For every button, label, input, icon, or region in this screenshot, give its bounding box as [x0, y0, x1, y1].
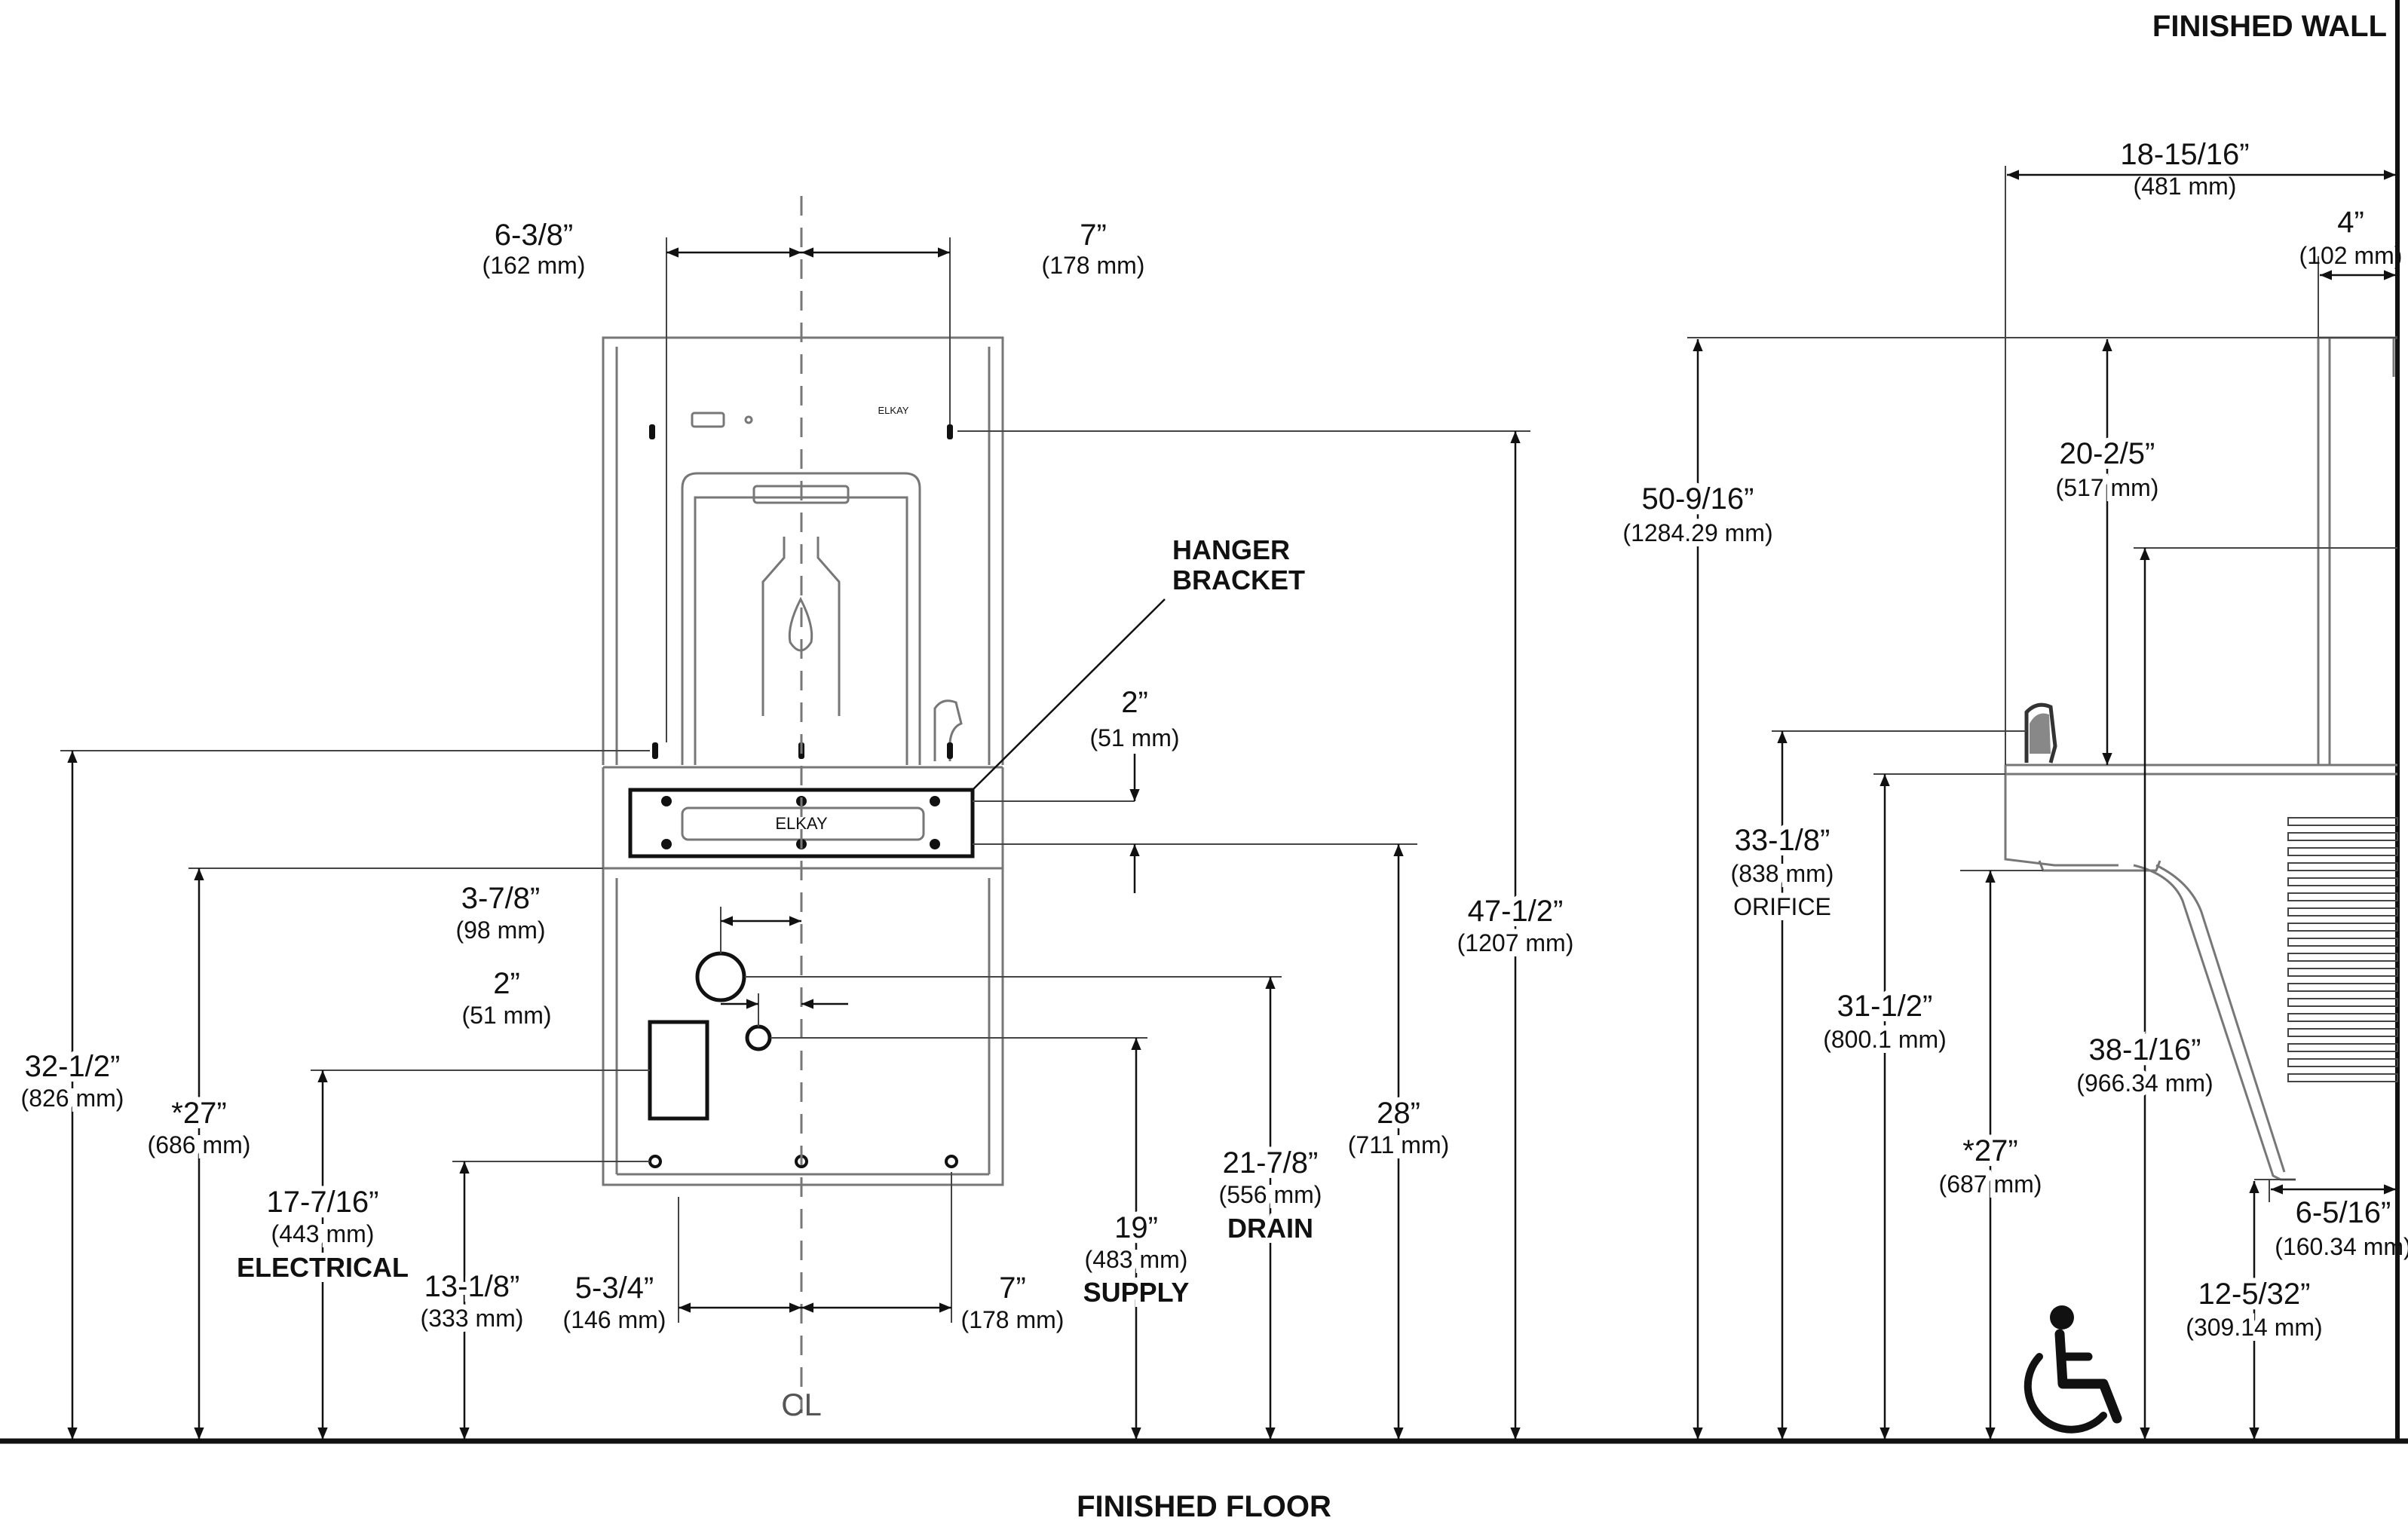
svg-text:(517 mm): (517 mm) — [2056, 474, 2159, 501]
svg-text:(556 mm): (556 mm) — [1219, 1181, 1322, 1208]
svg-text:7”: 7” — [1080, 219, 1107, 252]
svg-text:(443 mm): (443 mm) — [271, 1220, 375, 1247]
svg-text:(162 mm): (162 mm) — [483, 252, 586, 279]
svg-text:12-5/32”: 12-5/32” — [2198, 1278, 2311, 1311]
svg-text:(711 mm): (711 mm) — [1348, 1131, 1450, 1158]
svg-text:ELECTRICAL: ELECTRICAL — [237, 1252, 409, 1283]
svg-text:32-1/2”: 32-1/2” — [25, 1050, 121, 1083]
svg-text:*27”: *27” — [171, 1097, 226, 1130]
svg-text:(687 mm): (687 mm) — [1939, 1170, 2042, 1198]
svg-text:HANGER: HANGER — [1172, 534, 1290, 565]
svg-text:5-3/4”: 5-3/4” — [575, 1271, 654, 1305]
svg-text:(178 mm): (178 mm) — [1042, 252, 1145, 279]
finished-wall-label: FINISHED WALL — [2152, 10, 2387, 43]
svg-text:4”: 4” — [2337, 206, 2364, 239]
svg-text:(51 mm): (51 mm) — [1089, 724, 1179, 751]
wheelchair-accessibility-icon — [2024, 1305, 2122, 1434]
louvers — [2287, 817, 2398, 1082]
svg-text:31-1/2”: 31-1/2” — [1837, 990, 1933, 1023]
drain-stub — [745, 1024, 772, 1051]
side-view — [2004, 336, 2398, 1181]
svg-text:*27”: *27” — [1962, 1134, 2017, 1167]
svg-text:(309.14 mm): (309.14 mm) — [2186, 1314, 2322, 1341]
svg-text:(178 mm): (178 mm) — [961, 1306, 1065, 1333]
svg-text:20-2/5”: 20-2/5” — [2060, 437, 2155, 470]
svg-text:21-7/8”: 21-7/8” — [1223, 1146, 1319, 1180]
svg-text:(483 mm): (483 mm) — [1085, 1246, 1188, 1273]
svg-text:47-1/2”: 47-1/2” — [1468, 895, 1564, 928]
side-dimensions: 18-15/16” (481 mm) 4” (102 mm) 50-9/16” … — [1617, 138, 2408, 1440]
svg-text:BRACKET: BRACKET — [1172, 565, 1305, 595]
svg-text:(51 mm): (51 mm) — [461, 1002, 551, 1029]
svg-text:(146 mm): (146 mm) — [563, 1306, 666, 1333]
svg-text:(1284.29 mm): (1284.29 mm) — [1622, 519, 1772, 546]
finished-floor-label: FINISHED FLOOR — [1077, 1490, 1331, 1523]
svg-text:(800.1 mm): (800.1 mm) — [1823, 1026, 1947, 1053]
svg-text:(826 mm): (826 mm) — [21, 1085, 124, 1112]
front-view: ELKAY ELKAY — [602, 336, 1004, 1186]
svg-text:19”: 19” — [1114, 1211, 1158, 1244]
svg-text:6-3/8”: 6-3/8” — [495, 219, 574, 252]
svg-text:(1207 mm): (1207 mm) — [1457, 929, 1574, 956]
svg-text:(481 mm): (481 mm) — [2134, 173, 2237, 200]
svg-text:SUPPLY: SUPPLY — [1083, 1277, 1190, 1308]
supply-stub — [695, 951, 746, 1002]
svg-text:2”: 2” — [1121, 686, 1148, 719]
svg-text:(102 mm): (102 mm) — [2299, 242, 2403, 269]
brand-mark-top: ELKAY — [878, 405, 909, 416]
front-dimensions: 6-3/8” (162 mm) 7” (178 mm) HANGER BRACK… — [16, 219, 1579, 1440]
electrical-box — [648, 1020, 709, 1121]
hanger-bracket — [628, 788, 975, 858]
svg-text:DRAIN: DRAIN — [1227, 1213, 1313, 1244]
svg-text:18-15/16”: 18-15/16” — [2120, 138, 2249, 171]
svg-text:2”: 2” — [493, 967, 520, 1000]
svg-text:17-7/16”: 17-7/16” — [267, 1186, 379, 1219]
svg-text:(333 mm): (333 mm) — [421, 1305, 524, 1332]
centerline-label: CL — [781, 1387, 822, 1422]
svg-text:13-1/8”: 13-1/8” — [424, 1270, 520, 1303]
svg-text:28”: 28” — [1377, 1097, 1420, 1130]
svg-text:(966.34 mm): (966.34 mm) — [2076, 1070, 2213, 1097]
svg-text:(160.34 mm): (160.34 mm) — [2275, 1233, 2408, 1260]
svg-text:(98 mm): (98 mm) — [455, 917, 545, 944]
svg-text:6-5/16”: 6-5/16” — [2296, 1196, 2391, 1229]
svg-text:ORIFICE: ORIFICE — [1733, 893, 1831, 920]
svg-text:38-1/16”: 38-1/16” — [2089, 1033, 2201, 1066]
svg-text:(686 mm): (686 mm) — [148, 1131, 251, 1158]
svg-text:7”: 7” — [999, 1271, 1026, 1305]
svg-text:(838 mm): (838 mm) — [1731, 860, 1834, 887]
svg-text:3-7/8”: 3-7/8” — [461, 882, 541, 915]
svg-text:33-1/8”: 33-1/8” — [1735, 824, 1831, 857]
svg-text:50-9/16”: 50-9/16” — [1642, 482, 1754, 516]
